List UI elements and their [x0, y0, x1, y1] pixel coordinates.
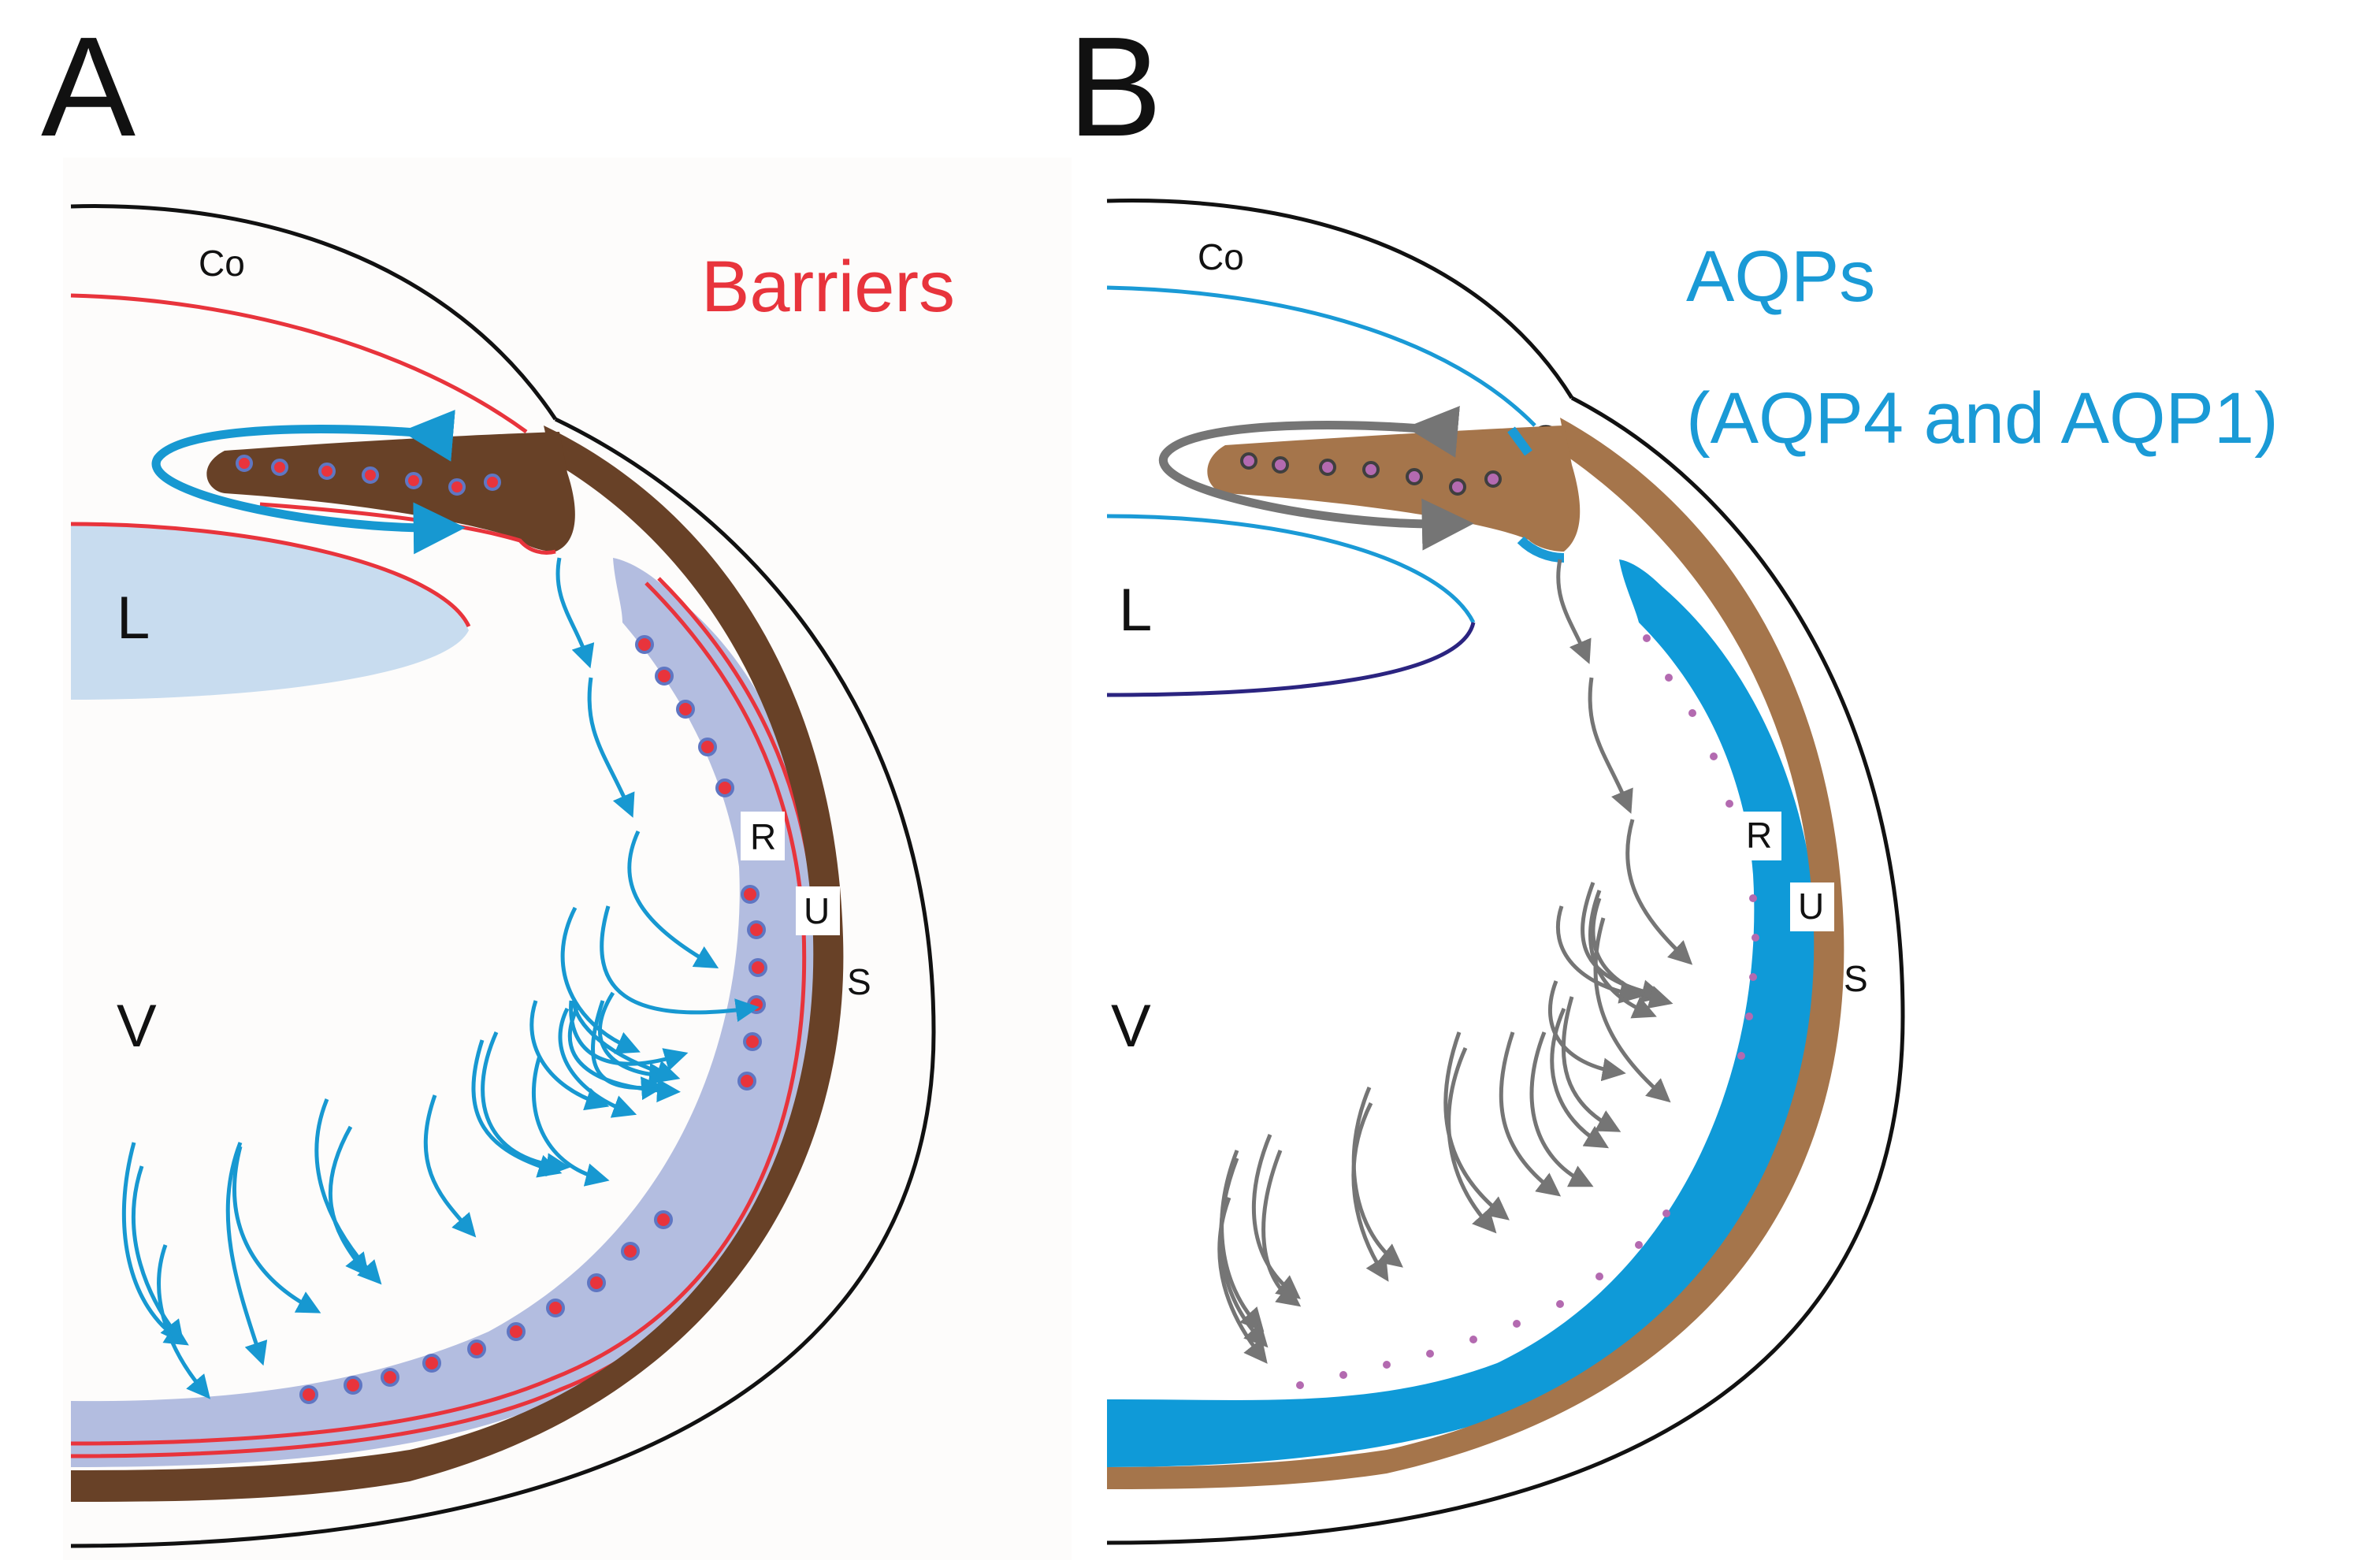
panel-b-sclera-line — [1106, 396, 1905, 1545]
panel-b-corneal-aqp — [1106, 285, 1536, 427]
panel-b-legend-title: AQPs — [1686, 236, 1875, 317]
panel-a-iris — [206, 432, 575, 552]
panel-b-flow-arrows — [1217, 559, 1693, 1364]
panel-a-legend-barriers: Barriers — [701, 247, 955, 327]
panel-b-lens-aqp — [1106, 514, 1476, 624]
panel-b-letter: B — [1068, 8, 1162, 166]
panel-b-retina-layer — [1107, 559, 1818, 1467]
panel-b-sclera-label: S — [1844, 958, 1868, 999]
panel-a-cornea-label: Co — [199, 243, 245, 284]
panel-a-retina-layer — [71, 558, 825, 1467]
panel-b-lens-label: L — [1119, 577, 1152, 644]
panel-a-vitreous-label: V — [117, 993, 157, 1060]
panel-b-iris-aqp — [1517, 536, 1565, 563]
panel-a-retina-dots — [299, 635, 767, 1404]
panel-b-iris-dots — [1240, 452, 1502, 496]
panel-a-flow-arrows — [121, 557, 760, 1399]
panel-b: B Co L — [1068, 8, 2279, 1545]
panel-a-u-label: U — [804, 890, 830, 931]
panel-b-legend-subtitle: (AQP4 and AQP1) — [1686, 378, 2279, 459]
panel-a-letter: A — [41, 8, 136, 166]
panel-b-lens-lower — [1106, 622, 1476, 697]
panel-a-sclera-line — [70, 417, 936, 1548]
panel-a-iris-barrier — [259, 502, 556, 555]
panel-b-retina-label: R — [1746, 815, 1772, 856]
panel-a-iris-dots — [236, 455, 501, 496]
panel-b-iris — [1207, 425, 1581, 552]
panel-a-lens-label: L — [117, 585, 150, 652]
panel-b-retina-dots — [1296, 634, 1759, 1389]
panel-a-circulation-arrow — [151, 410, 466, 555]
panel-b-cornea-label: Co — [1198, 236, 1244, 277]
panel-a-sclera-label: S — [847, 961, 871, 1002]
panel-b-vitreous-label: V — [1111, 993, 1151, 1060]
panel-a-lens — [71, 524, 469, 700]
panel-a-retina-barrier-inner — [70, 581, 807, 1446]
panel-b-ciliary-aqp — [1507, 426, 1532, 456]
panel-a-corneal-barrier — [70, 293, 528, 434]
panel-b-cornea-line — [1106, 199, 1574, 399]
panel-a-cornea-line — [70, 204, 558, 421]
panel-a-lens-barrier — [70, 522, 471, 628]
panel-b-circulation-arrow — [1159, 406, 1474, 551]
panel-b-rpe-band — [1107, 418, 1844, 1489]
panel-a: A Co L — [41, 8, 1072, 1560]
panel-a-retina-label: R — [750, 816, 776, 857]
panel-b-u-label: U — [1798, 886, 1824, 927]
